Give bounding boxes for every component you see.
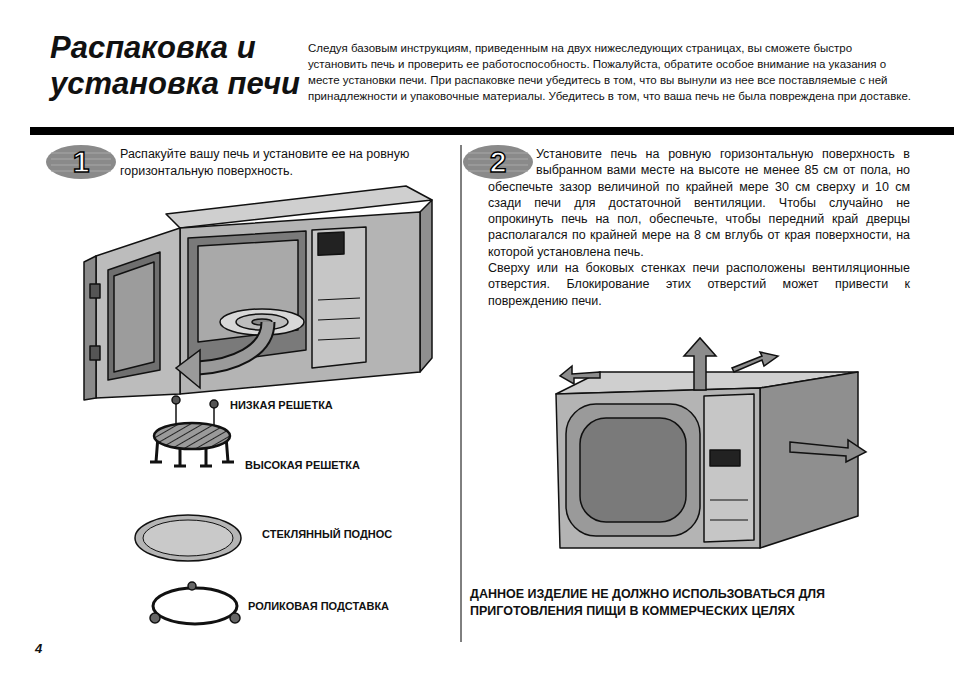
- badge-oval: [46, 145, 116, 179]
- open-microwave-part: [108, 252, 160, 380]
- roller-ring-part: [150, 613, 160, 623]
- open-microwave-part: [318, 318, 360, 320]
- roller-ring-part: [230, 613, 240, 623]
- closed-microwave-part: [556, 388, 760, 548]
- column-divider: [461, 145, 462, 642]
- open-microwave-part: [90, 346, 100, 360]
- airflow-arrows: [560, 338, 866, 462]
- rack: [150, 396, 234, 466]
- airflow-arrows-part: [684, 338, 716, 390]
- closed-microwave-part: [710, 520, 748, 521]
- part-name: ВЫСОКАЯ РЕШЕТКА: [245, 459, 360, 471]
- step-number: 1: [45, 144, 117, 180]
- airflow-arrows-part: [560, 366, 600, 384]
- open-microwave-part: [114, 262, 154, 372]
- part-name: РОЛИКОВАЯ ПОДСТАВКА: [248, 600, 389, 612]
- roller-ring-part: [188, 582, 196, 590]
- airflow-arrows-part: [790, 440, 866, 462]
- open-microwave-part: [96, 228, 180, 398]
- open-microwave-part: [198, 240, 298, 342]
- closed-microwave-part: [710, 500, 748, 501]
- roller-ring-part: [153, 588, 237, 624]
- intro-text: Следуя базовым инструкциям, приведенным …: [308, 40, 913, 104]
- rack-part: [175, 402, 177, 426]
- closed-microwave: [556, 372, 858, 548]
- curved-arrow-part: [198, 322, 268, 368]
- step-text: Установите печь на ровную горизонтальную…: [488, 146, 910, 260]
- header-rule: [30, 127, 954, 135]
- rack-part: [213, 406, 215, 426]
- closed-microwave-part: [566, 404, 700, 536]
- open-microwave-part: [84, 256, 96, 400]
- open-microwave-part: [180, 212, 420, 394]
- rack-part: [172, 396, 180, 404]
- curved-arrow-part: [198, 322, 268, 368]
- open-microwave-part: [420, 200, 432, 372]
- rack-part: [150, 462, 234, 466]
- header-rule-part: [30, 127, 954, 135]
- glass-tray-part: [143, 520, 233, 556]
- step-badge: 2: [462, 144, 534, 180]
- closed-microwave-part: [710, 450, 740, 466]
- open-microwave-part: [188, 231, 306, 366]
- page-title: Распаковка и установка печи: [50, 30, 320, 102]
- roller-ring: [150, 582, 240, 624]
- curved-arrow-part: [176, 350, 200, 388]
- page-number: 4: [35, 641, 42, 656]
- warning-note: ДАННОЕ ИЗДЕЛИЕ НЕ ДОЛЖНО ИСПОЛЬЗОВАТЬСЯ …: [470, 586, 910, 620]
- step-text: Распакуйте вашу печь и установите ее на …: [120, 146, 420, 180]
- open-microwave-part: [318, 298, 360, 300]
- step-badge: 1: [45, 144, 117, 180]
- open-microwave-part: [318, 338, 360, 340]
- closed-microwave-part: [760, 372, 858, 548]
- step-number: 2: [462, 144, 534, 180]
- closed-microwave-part: [580, 418, 686, 522]
- rack-part: [154, 423, 230, 449]
- open-microwave-part: [90, 284, 100, 298]
- airflow-arrows-part: [732, 352, 778, 372]
- badge-spacer: [488, 146, 536, 178]
- rack-part: [210, 400, 218, 408]
- closed-microwave-part: [704, 394, 754, 542]
- open-microwave: [84, 186, 432, 400]
- glass-tray: [135, 515, 241, 561]
- step-text-column: Установите печь на ровную горизонтальную…: [488, 146, 910, 309]
- step-text: Сверху или на боковых стенках печи распо…: [488, 260, 910, 309]
- open-microwave-part: [312, 227, 366, 368]
- curved-arrow: [176, 322, 268, 388]
- part-name: СТЕКЛЯННЫЙ ПОДНОС: [262, 528, 392, 540]
- part-name: НИЗКАЯ РЕШЕТКА: [230, 399, 333, 411]
- open-microwave-part: [318, 232, 344, 255]
- column-divider-part: [461, 145, 462, 642]
- badge-oval: [463, 145, 533, 179]
- glass-tray-part: [135, 515, 241, 561]
